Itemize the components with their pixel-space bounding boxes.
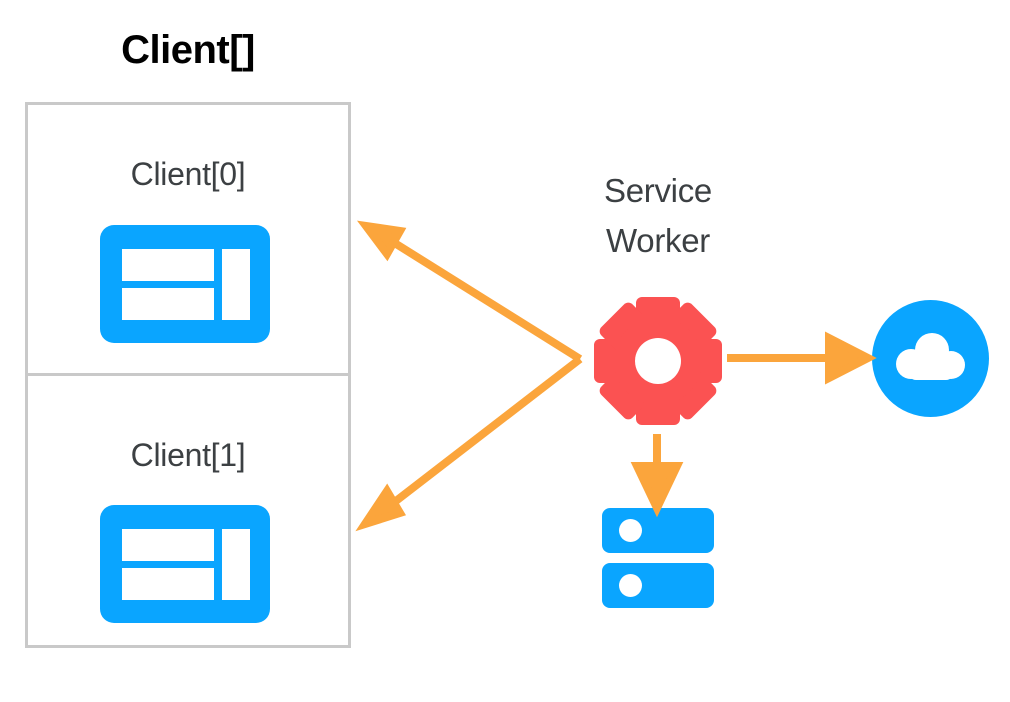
server-storage-icon	[602, 508, 714, 608]
cloud-icon	[872, 300, 989, 417]
arrow-service-worker-to-client1	[355, 355, 583, 532]
browser-pane-top	[122, 529, 214, 561]
browser-pane-side	[222, 249, 250, 320]
browser-pane-bottom	[122, 288, 214, 320]
arrow-service-worker-to-storage	[630, 434, 684, 518]
service-worker-title: Service Worker	[548, 166, 768, 265]
browser-pane-top	[122, 249, 214, 281]
browser-pane-side	[222, 529, 250, 600]
service-worker-title-line-1: Service	[604, 172, 712, 209]
arrow-service-worker-to-cloud	[727, 331, 877, 385]
server-bar-top	[602, 508, 714, 553]
clients-container	[25, 102, 351, 648]
browser-window-icon	[100, 505, 270, 623]
server-led	[619, 574, 642, 597]
server-bar-bottom	[602, 563, 714, 608]
server-led	[619, 519, 642, 542]
service-worker-title-line-2: Worker	[606, 221, 710, 259]
browser-pane-bottom	[122, 568, 214, 600]
client-1-label: Client[1]	[130, 437, 246, 473]
gear-icon	[594, 297, 722, 425]
page-title: Client[]	[121, 28, 255, 72]
client-0-label: Client[0]	[130, 156, 246, 192]
clients-divider	[28, 373, 348, 376]
browser-window-icon	[100, 225, 270, 343]
